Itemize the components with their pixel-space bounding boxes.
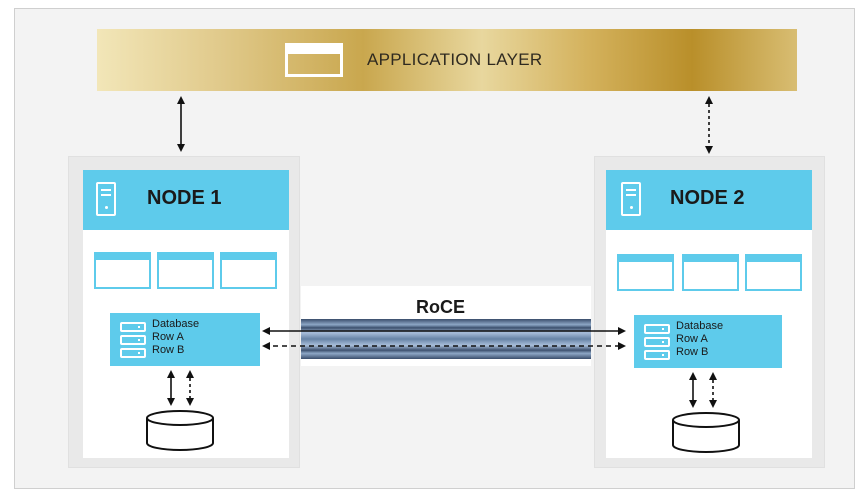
- node-1-database-box: Database Row A Row B: [110, 313, 260, 366]
- roce-label: RoCE: [416, 297, 465, 317]
- node-2-database-box: Database Row A Row B: [634, 315, 782, 368]
- roce-cable: [301, 319, 591, 359]
- database-stack-icon: [644, 324, 670, 360]
- node-1-pane-2: [157, 252, 214, 289]
- node-2-pane-1: [617, 254, 674, 291]
- node-2-title: NODE 2: [670, 187, 745, 209]
- node-1-title: NODE 1: [147, 187, 222, 209]
- node-1-pane-1: [94, 252, 151, 289]
- node-2-db-line-2: Row A: [676, 333, 708, 345]
- disk-cylinder-icon: [146, 410, 214, 451]
- node-1-db-line-3: Row B: [152, 344, 185, 356]
- node-2-db-line-3: Row B: [676, 346, 709, 358]
- node-2-pane-3: [745, 254, 802, 291]
- node-1-pane-3: [220, 252, 277, 289]
- node-1-db-line-1: Database: [152, 318, 200, 330]
- database-stack-icon: [120, 322, 146, 358]
- server-icon: [96, 182, 116, 216]
- node-2-db-line-1: Database: [676, 320, 724, 332]
- server-icon: [621, 182, 641, 216]
- application-layer-title: APPLICATION LAYER: [367, 50, 543, 69]
- application-layer: APPLICATION LAYER: [97, 29, 797, 91]
- node-1-db-line-2: Row A: [152, 331, 184, 343]
- node-2-pane-2: [682, 254, 739, 291]
- node-1-header: NODE 1: [83, 170, 289, 230]
- window-icon: [285, 43, 343, 77]
- disk-cylinder-icon: [672, 412, 740, 453]
- node-2-header: NODE 2: [606, 170, 812, 230]
